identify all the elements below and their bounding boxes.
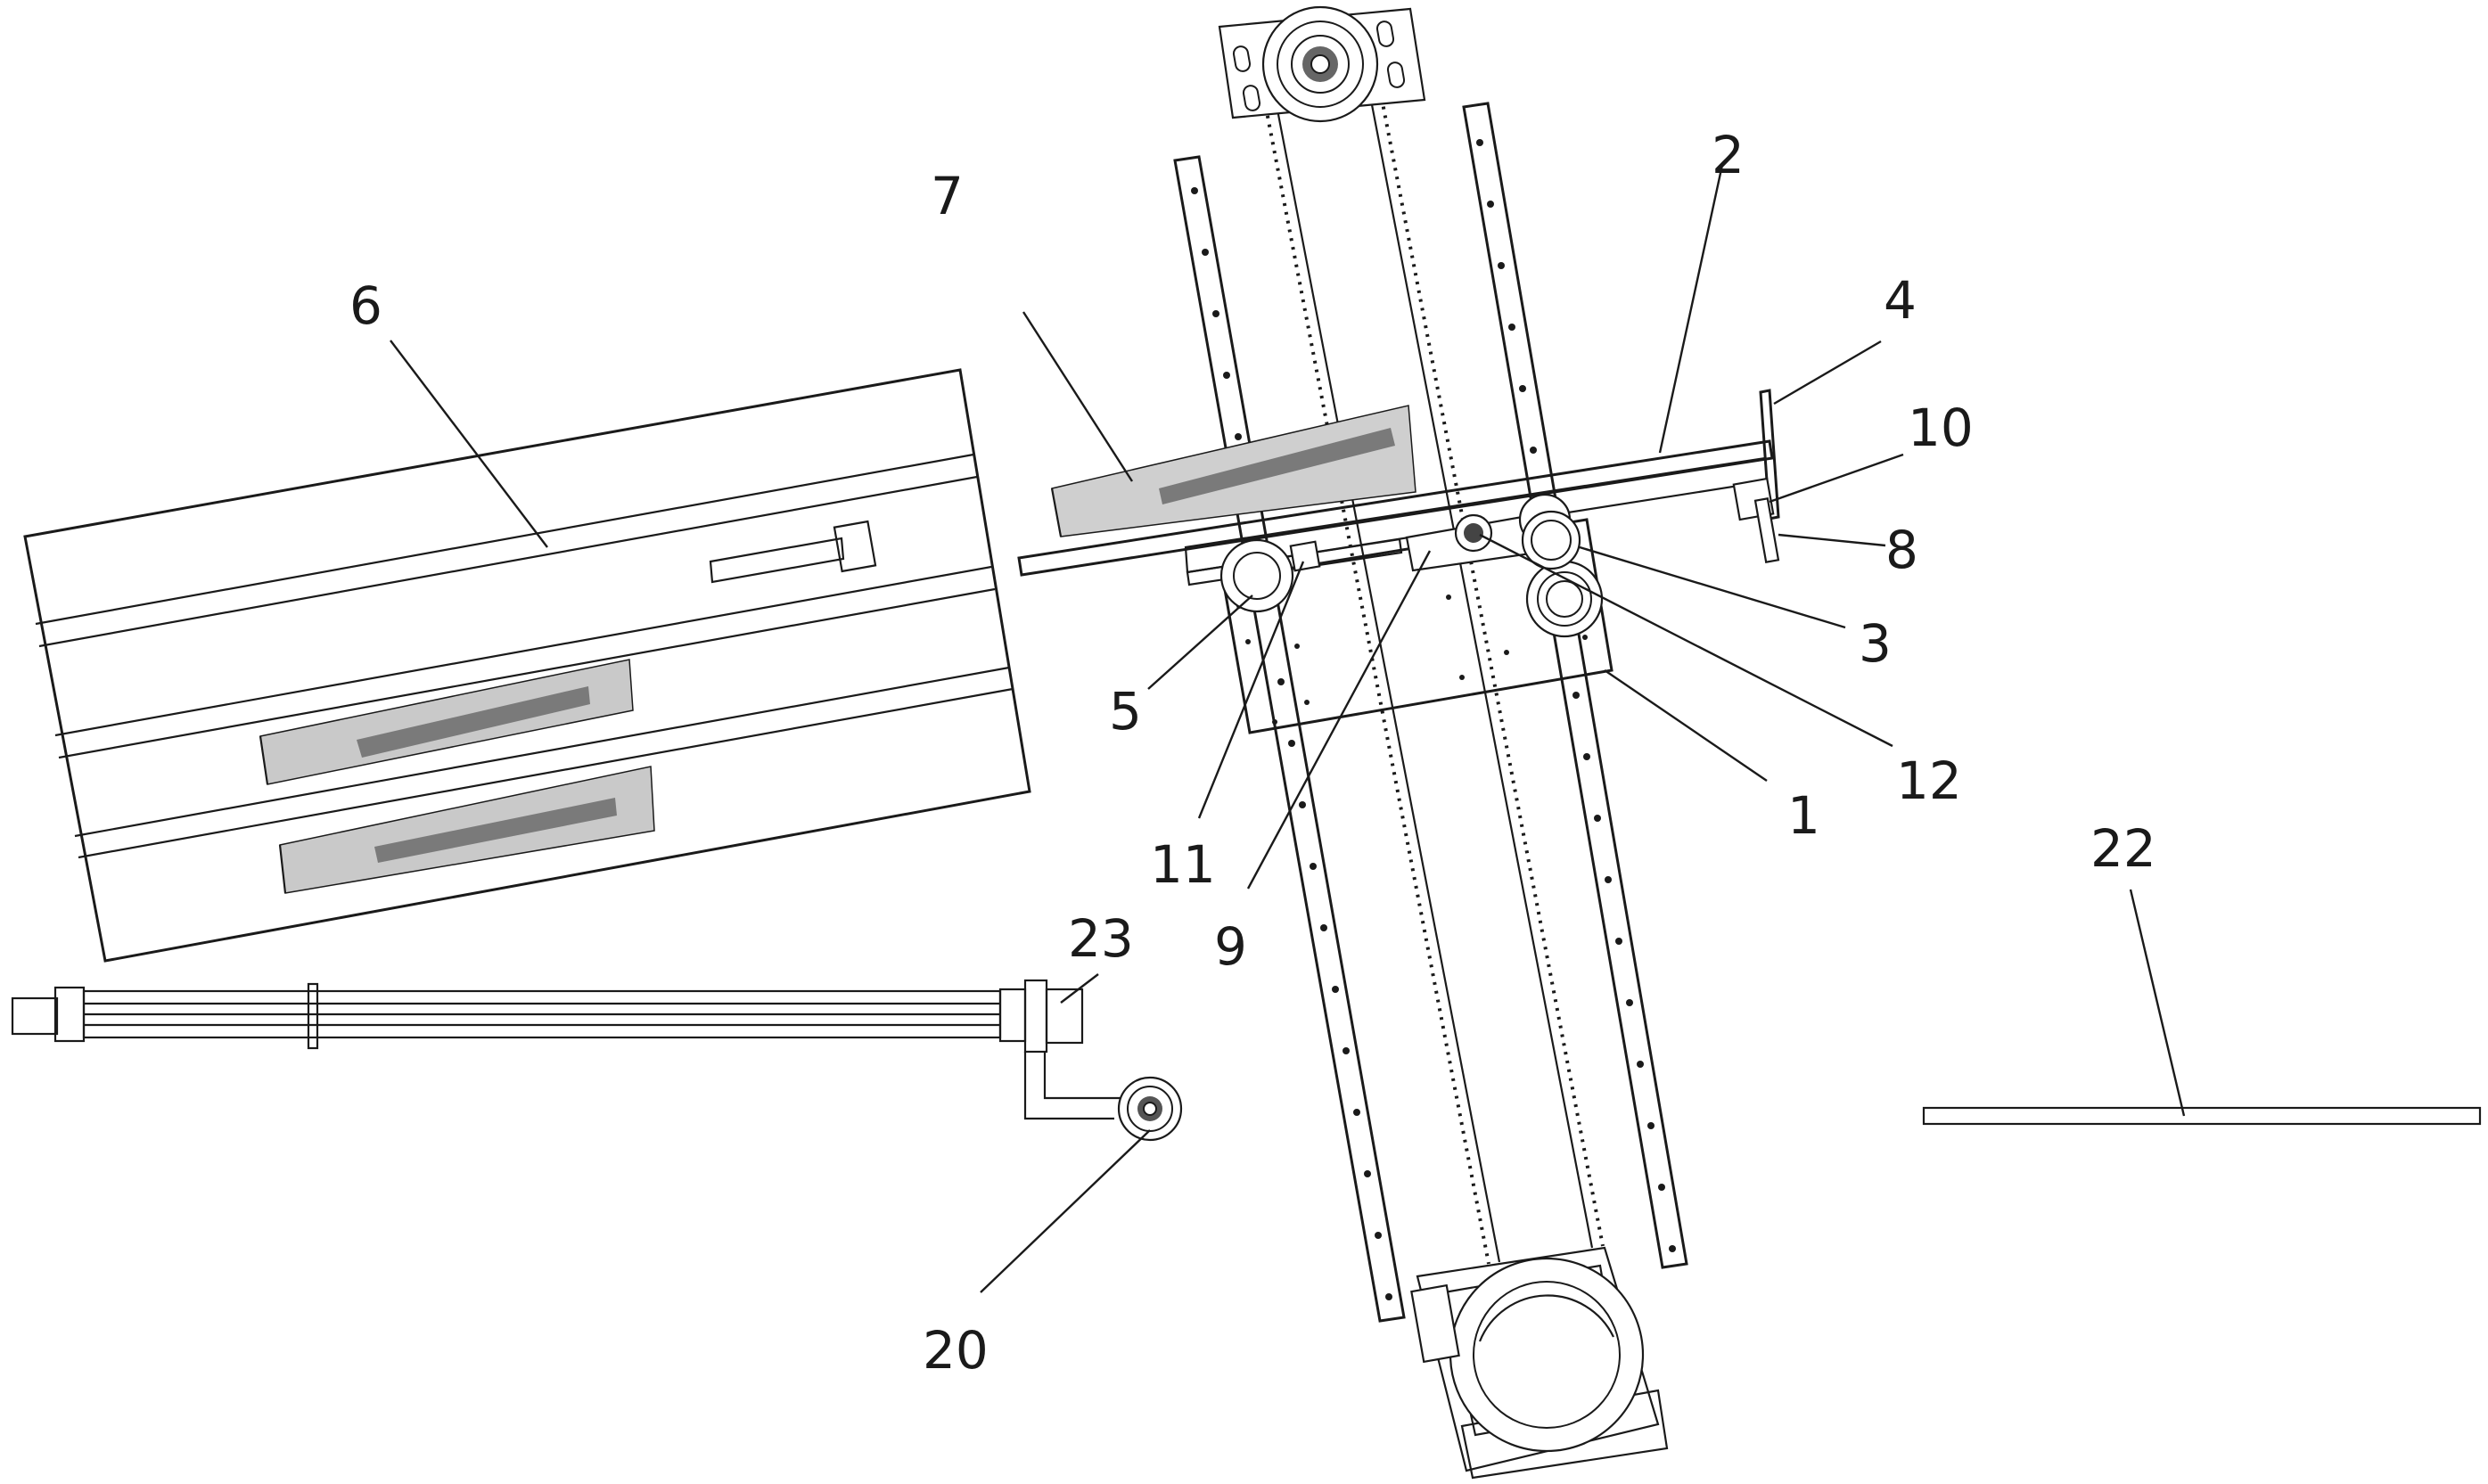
frame-rail-left [1173, 155, 1406, 1323]
label-6: 6 [349, 275, 382, 336]
frame-rail-right [1462, 102, 1688, 1269]
label-22: 22 [2090, 818, 2156, 879]
label-1: 1 [1787, 785, 1820, 846]
part-11-block [1289, 540, 1321, 572]
strip-stack-upper [259, 659, 634, 785]
label-9: 9 [1214, 916, 1247, 977]
label-10: 10 [1908, 398, 1974, 458]
label-5: 5 [1109, 681, 1142, 742]
part-6-inclined-plate [23, 368, 1031, 963]
part-23-cylinder [11, 979, 1123, 1120]
label-2: 2 [1712, 125, 1745, 185]
top-pulley [1218, 5, 1426, 123]
label-11: 11 [1150, 834, 1216, 895]
part-3-bearing [1521, 510, 1581, 570]
label-3: 3 [1859, 613, 1892, 674]
leader-lines [390, 164, 2186, 1293]
part-20-roller [1117, 1076, 1183, 1142]
part-7-strip-stack [1050, 405, 1416, 537]
bottom-drive-unit [1410, 1246, 1669, 1480]
part-8-pin [1753, 497, 1780, 563]
part-4-end-bracket [1759, 389, 1780, 521]
strip-stack-lower [278, 766, 655, 894]
label-12: 12 [1896, 750, 1962, 811]
label-23: 23 [1068, 908, 1134, 969]
belt-chain [1264, 88, 1605, 1265]
label-20: 20 [923, 1320, 989, 1381]
label-7: 7 [931, 166, 964, 226]
part-labels: 7 2 4 10 8 3 12 1 9 11 5 6 23 20 22 [349, 125, 2156, 1381]
label-4: 4 [1884, 270, 1917, 331]
part-22-plate [1922, 1106, 2482, 1126]
label-8: 8 [1885, 520, 1918, 580]
part-5-wheel [1219, 538, 1294, 613]
